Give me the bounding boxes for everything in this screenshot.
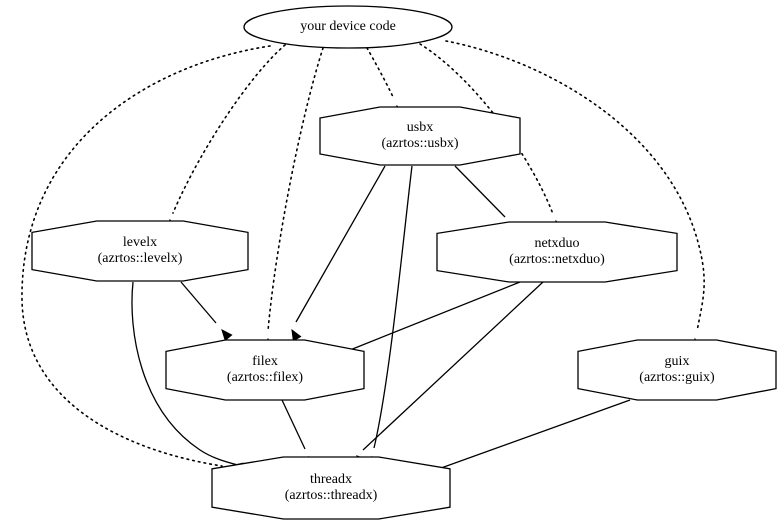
edge-line-filex-threadx bbox=[281, 399, 306, 450]
node-shape-guix[interactable] bbox=[577, 339, 777, 401]
edge-line-netxduo-filex bbox=[349, 281, 521, 351]
nodes-layer bbox=[31, 5, 777, 520]
edge-line-levelx-threadx bbox=[131, 281, 239, 466]
edge-device-to-guix bbox=[445, 40, 705, 349]
edge-line-levelx-filex bbox=[180, 281, 217, 324]
node-shape-filex[interactable] bbox=[165, 339, 365, 401]
edge-usbx-to-filex bbox=[291, 165, 386, 342]
node-shape-usbx[interactable] bbox=[319, 106, 521, 166]
edge-line-device-levelx bbox=[172, 44, 286, 214]
edge-line-usbx-netxduo bbox=[454, 165, 506, 218]
arrowhead-usbx-filex bbox=[291, 328, 302, 342]
node-shape-device[interactable] bbox=[243, 5, 453, 49]
edge-guix-to-threadx bbox=[421, 399, 631, 483]
edge-line-usbx-threadx bbox=[373, 165, 413, 449]
edge-device-to-filex bbox=[264, 47, 324, 348]
edge-line-guix-threadx bbox=[429, 399, 631, 473]
edge-line-device-usbx bbox=[366, 47, 395, 100]
edge-device-to-levelx bbox=[169, 44, 286, 232]
edge-device-to-usbx bbox=[366, 47, 405, 116]
node-shape-netxduo[interactable] bbox=[436, 221, 678, 283]
edge-line-netxduo-threadx bbox=[362, 281, 544, 451]
edge-netxduo-to-filex bbox=[341, 281, 521, 362]
edge-line-device-filex bbox=[267, 47, 324, 332]
arrowhead-levelx-filex bbox=[221, 329, 233, 342]
edge-levelx-to-filex bbox=[180, 281, 233, 342]
node-shape-threadx[interactable] bbox=[211, 456, 451, 520]
edge-usbx-to-threadx bbox=[368, 165, 413, 469]
edge-line-device-guix bbox=[445, 40, 705, 332]
edge-line-device-threadx bbox=[21, 45, 271, 467]
edge-line-usbx-filex bbox=[295, 165, 386, 323]
node-shape-levelx[interactable] bbox=[31, 220, 249, 282]
